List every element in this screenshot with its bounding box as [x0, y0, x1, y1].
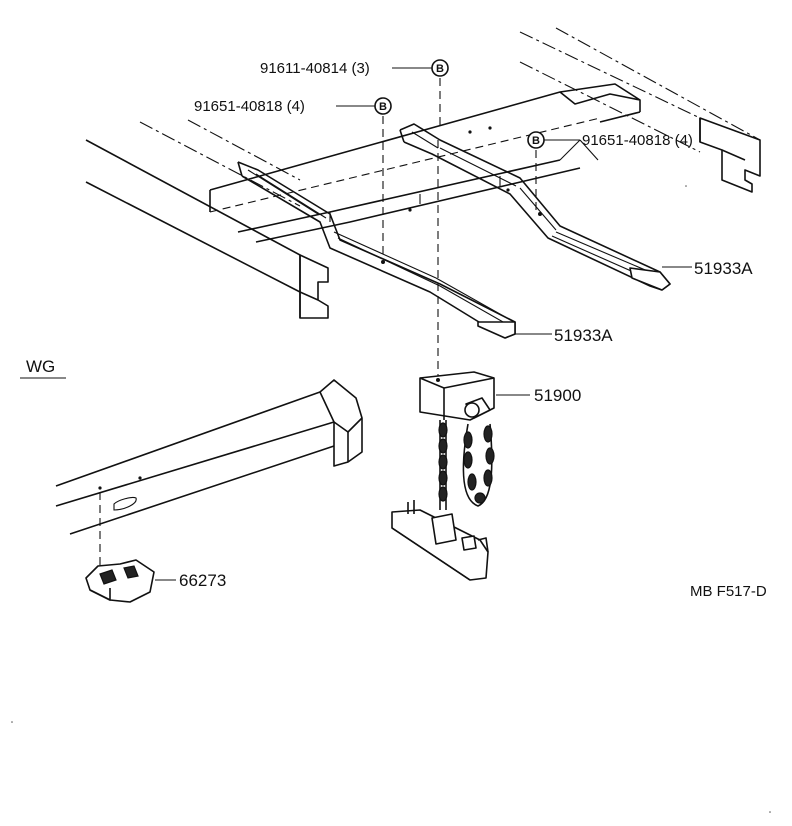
label-bracket: 66273 — [179, 571, 226, 590]
label-washer-right: 91651-40818 (4) — [582, 132, 693, 149]
label-washer-left: 91651-40818 (4) — [194, 98, 305, 115]
rail-right — [399, 123, 671, 291]
callout-b-right: B — [527, 131, 545, 149]
label-bolt-91611: 91611-40814 (3) — [260, 60, 370, 77]
label-rail-left: 51933A — [554, 326, 613, 345]
callout-letter: B — [379, 101, 387, 113]
bracket — [85, 559, 155, 603]
label-carrier: 51900 — [534, 386, 581, 405]
fastener-lines — [382, 78, 537, 376]
left-frame-member — [85, 119, 329, 319]
spare-tire-carrier — [391, 371, 495, 581]
label-variant: WG — [26, 357, 55, 376]
label-diagram-code: MB F517-D — [690, 583, 767, 600]
right-frame-member — [519, 27, 761, 193]
chain-links-left — [438, 422, 448, 502]
callout-letter: B — [532, 135, 540, 147]
callout-b-left: B — [374, 97, 392, 115]
callout-b-top: B — [431, 59, 449, 77]
callout-letter: B — [436, 63, 444, 75]
leader-lines — [155, 67, 692, 581]
chain-loop-right — [462, 423, 495, 507]
label-rail-right: 51933A — [694, 259, 753, 278]
rail-left — [237, 161, 516, 339]
lower-sill — [55, 379, 363, 566]
